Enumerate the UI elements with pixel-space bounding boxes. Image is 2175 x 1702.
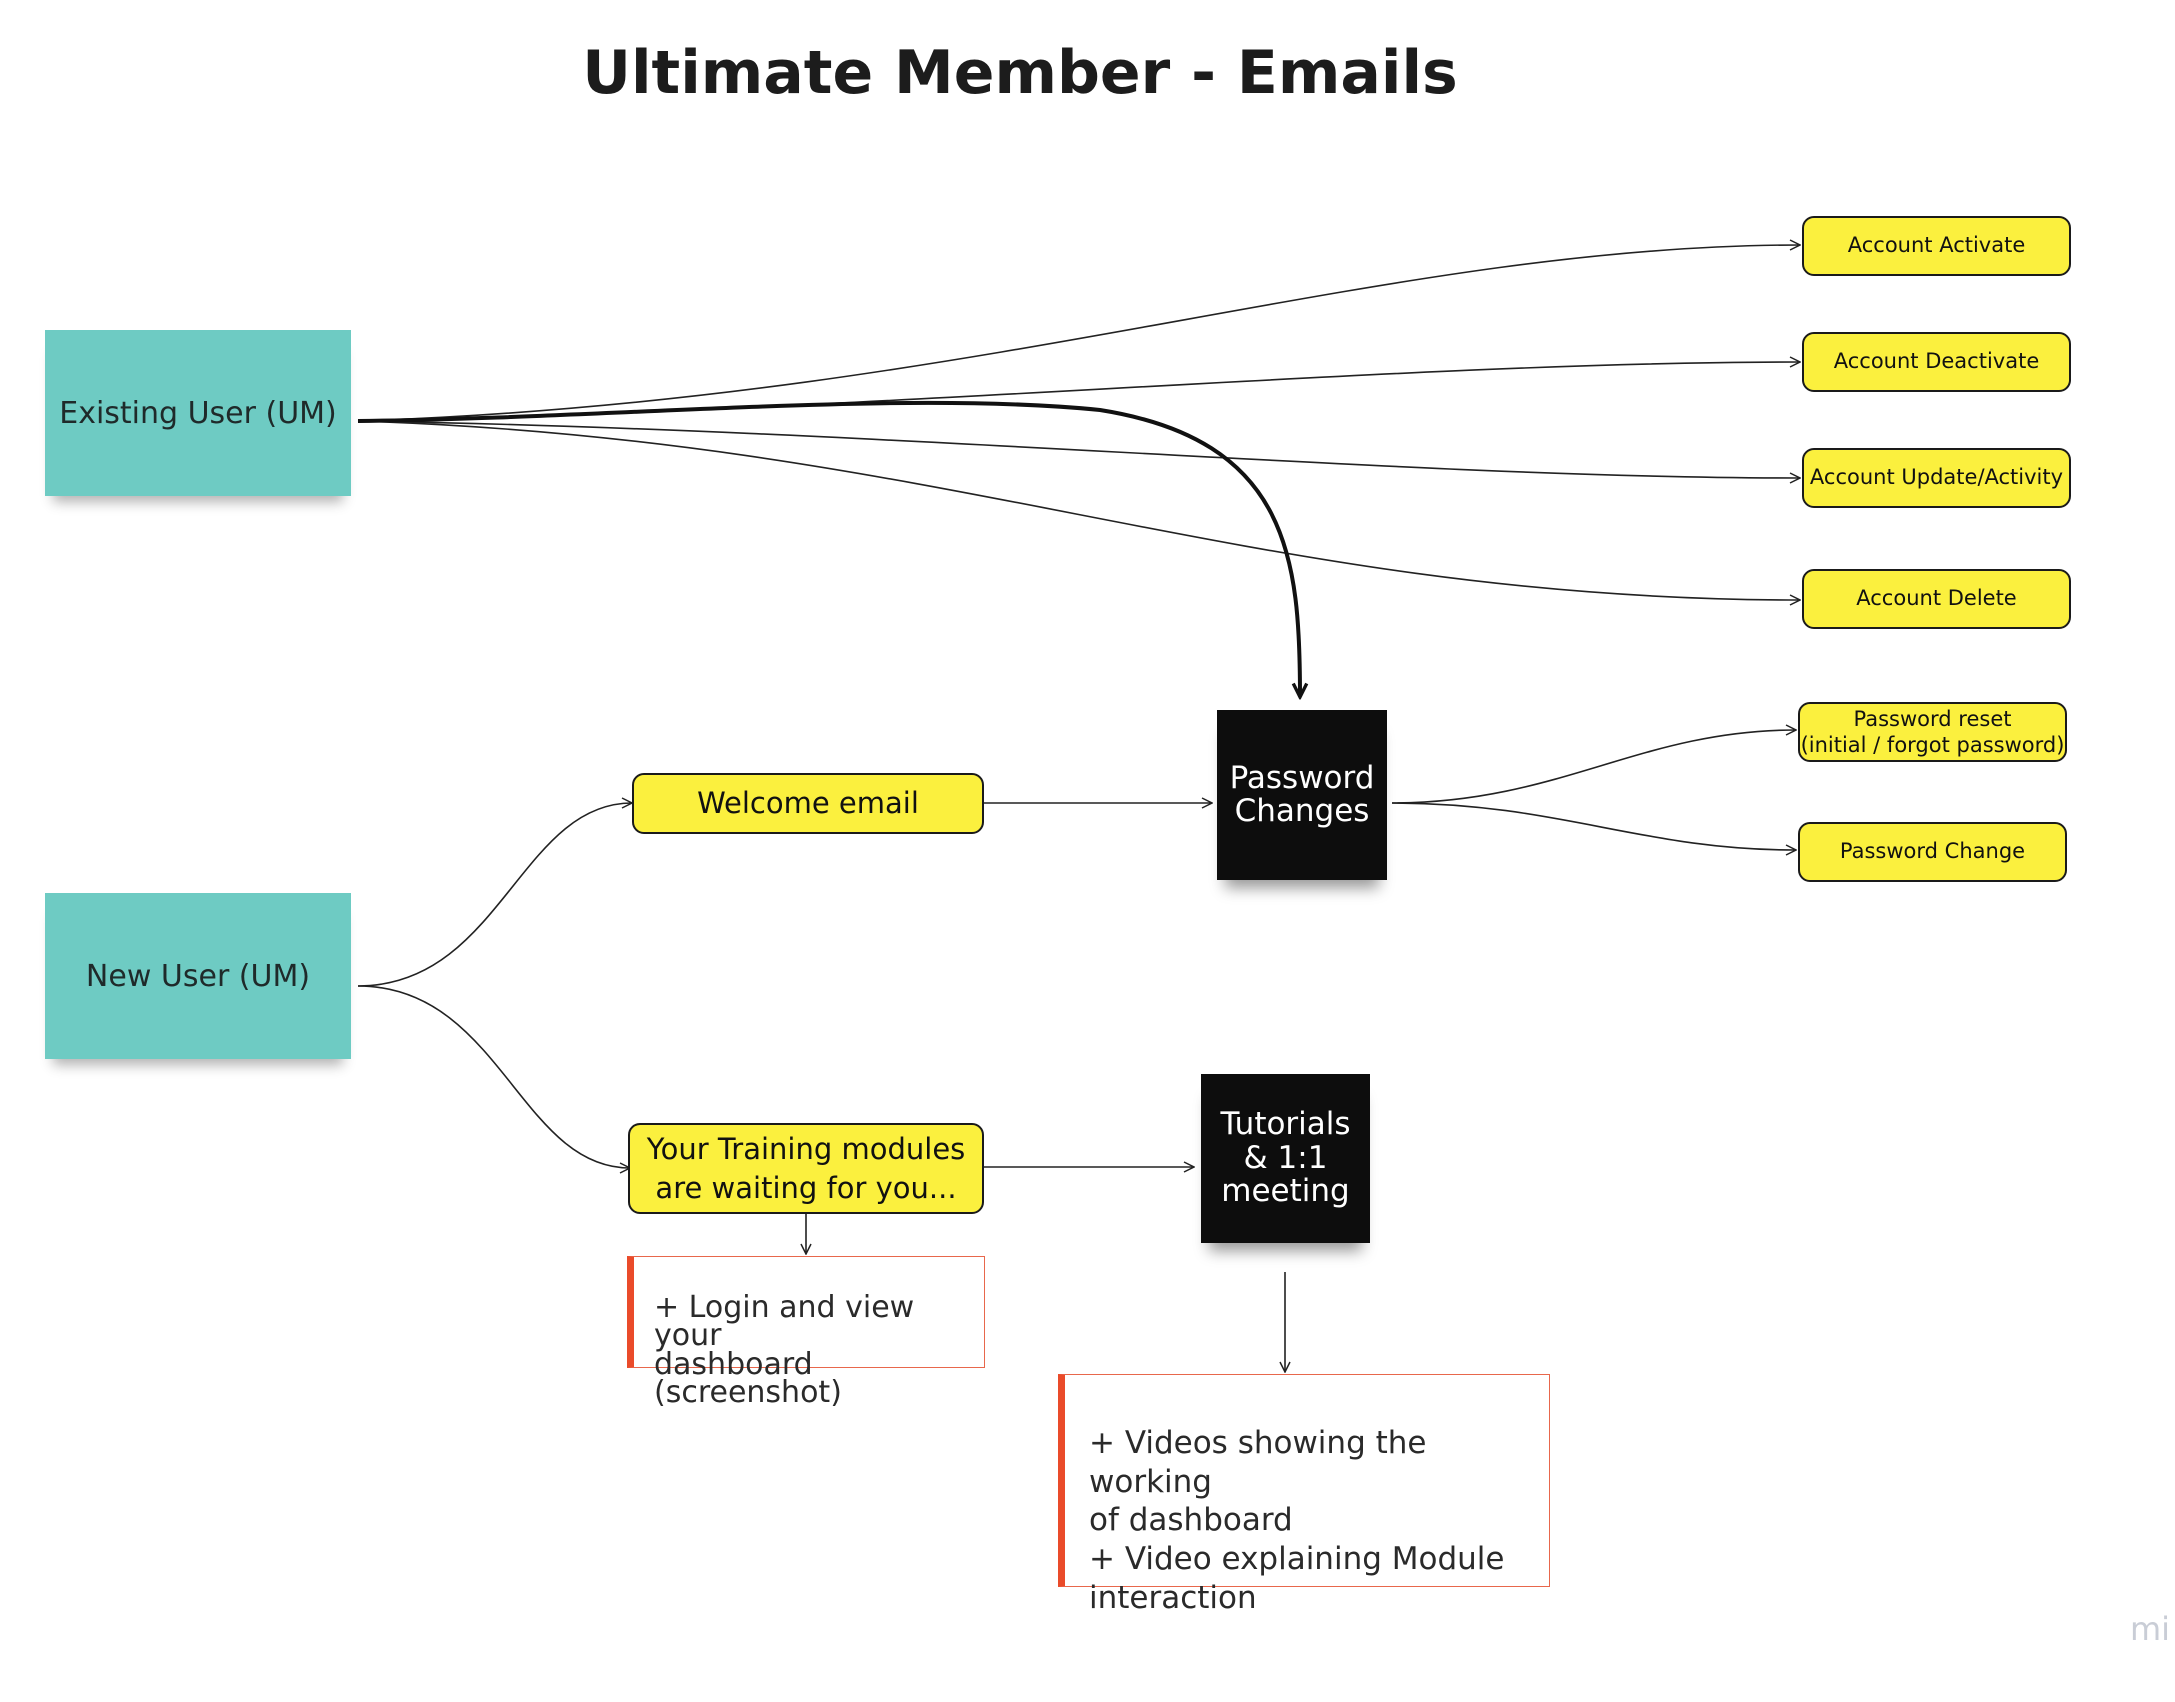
connector-existing-to-deactivate	[357, 362, 1800, 422]
training-modules-label: Your Training modules are waiting for yo…	[646, 1132, 966, 1205]
existing-user-label: Existing User (UM)	[59, 395, 337, 431]
account-deactivate-pill[interactable]: Account Deactivate	[1802, 332, 2071, 392]
password-change-label: Password Change	[1839, 839, 2026, 864]
page-title: Ultimate Member - Emails	[582, 38, 1458, 108]
training-modules-pill[interactable]: Your Training modules are waiting for yo…	[628, 1123, 984, 1214]
password-changes-sticky[interactable]: Password Changes	[1217, 710, 1387, 880]
new-user-label: New User (UM)	[85, 958, 311, 994]
tutorials-sticky[interactable]: Tutorials & 1:1 meeting	[1201, 1074, 1370, 1243]
videos-note-text: + Videos showing the working of dashboar…	[1089, 1424, 1505, 1616]
videos-note-card[interactable]: + Videos showing the working of dashboar…	[1058, 1374, 1550, 1616]
password-changes-label: Password Changes	[1229, 759, 1375, 829]
password-change-pill[interactable]: Password Change	[1798, 822, 2067, 882]
account-activate-label: Account Activate	[1847, 233, 2026, 258]
account-activate-pill[interactable]: Account Activate	[1802, 216, 2071, 276]
account-update-label: Account Update/Activity	[1809, 465, 2064, 490]
account-delete-pill[interactable]: Account Delete	[1802, 569, 2071, 629]
connector-existing-to-update	[357, 420, 1800, 478]
connector-existing-to-password-changes	[357, 400, 1300, 697]
connector-password-changes-to-reset	[1391, 730, 1796, 804]
password-reset-label: Password reset (initial / forgot passwor…	[1800, 706, 2065, 757]
connector-password-changes-to-change	[1391, 802, 1796, 850]
welcome-email-pill[interactable]: Welcome email	[632, 773, 984, 834]
watermark: mi	[2130, 1610, 2171, 1648]
connector-new-to-training	[357, 985, 630, 1168]
connector-existing-to-delete	[357, 420, 1800, 600]
existing-user-sticky[interactable]: Existing User (UM)	[45, 330, 351, 496]
account-delete-label: Account Delete	[1856, 586, 2017, 611]
account-update-pill[interactable]: Account Update/Activity	[1802, 448, 2071, 508]
connector-new-to-welcome	[357, 803, 632, 987]
login-note-text: + Login and view your dashboard (screens…	[654, 1289, 915, 1410]
login-note-card[interactable]: + Login and view your dashboard (screens…	[627, 1256, 985, 1407]
connector-existing-to-activate	[357, 245, 1800, 422]
account-deactivate-label: Account Deactivate	[1833, 349, 2040, 374]
tutorials-label: Tutorials & 1:1 meeting	[1220, 1106, 1351, 1210]
password-reset-pill[interactable]: Password reset (initial / forgot passwor…	[1798, 702, 2067, 762]
welcome-email-label: Welcome email	[697, 786, 919, 821]
new-user-sticky[interactable]: New User (UM)	[45, 893, 351, 1059]
